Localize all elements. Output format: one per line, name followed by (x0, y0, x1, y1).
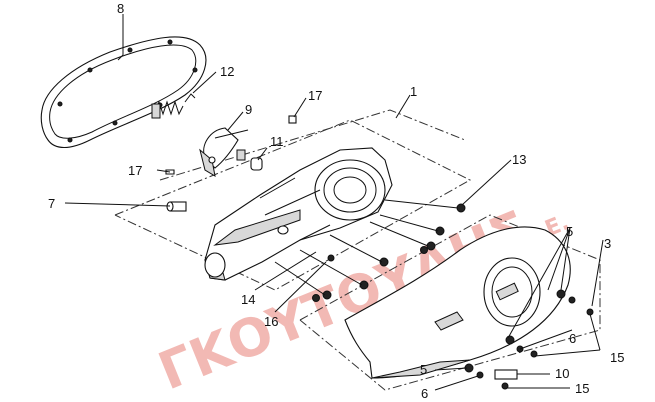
screws-part-13 (274, 199, 466, 302)
dowel-part-7 (166, 201, 187, 212)
callout-14: 14 (241, 292, 255, 307)
callout-3: 3 (604, 236, 611, 251)
callout-17b: 17 (128, 163, 142, 178)
crankcase-cover-part-1 (204, 147, 393, 281)
callout-15b: 15 (575, 381, 589, 396)
callout-6b: 6 (421, 386, 428, 401)
callout-5a: 5 (566, 224, 573, 239)
callout-12: 12 (220, 64, 234, 79)
kick-gear-part-9 (199, 127, 249, 178)
leader-lines (64, 14, 604, 391)
callout-labels: 8 12 9 17 1 11 17 13 7 5 3 14 16 6 15 5 … (48, 1, 624, 401)
callout-6a: 6 (569, 331, 576, 346)
collar-part-11b (236, 149, 246, 161)
callout-11: 11 (270, 134, 284, 149)
callout-13: 13 (512, 152, 526, 167)
callout-5b: 5 (420, 362, 427, 377)
callout-10: 10 (555, 366, 569, 381)
callout-8: 8 (117, 1, 124, 16)
callout-1: 1 (410, 84, 417, 99)
callout-15a: 15 (610, 350, 624, 365)
bushing-part-11 (250, 157, 263, 171)
callout-17a: 17 (308, 88, 322, 103)
spring-part-12 (151, 93, 196, 119)
callout-7: 7 (48, 196, 55, 211)
callout-9: 9 (245, 102, 252, 117)
fasteners-parts-5-6-10-15 (464, 289, 594, 390)
pin-part-17a (288, 115, 297, 124)
assembly-3-boundary (299, 214, 601, 391)
callout-16: 16 (264, 314, 278, 329)
gasket-part-8 (40, 36, 207, 149)
